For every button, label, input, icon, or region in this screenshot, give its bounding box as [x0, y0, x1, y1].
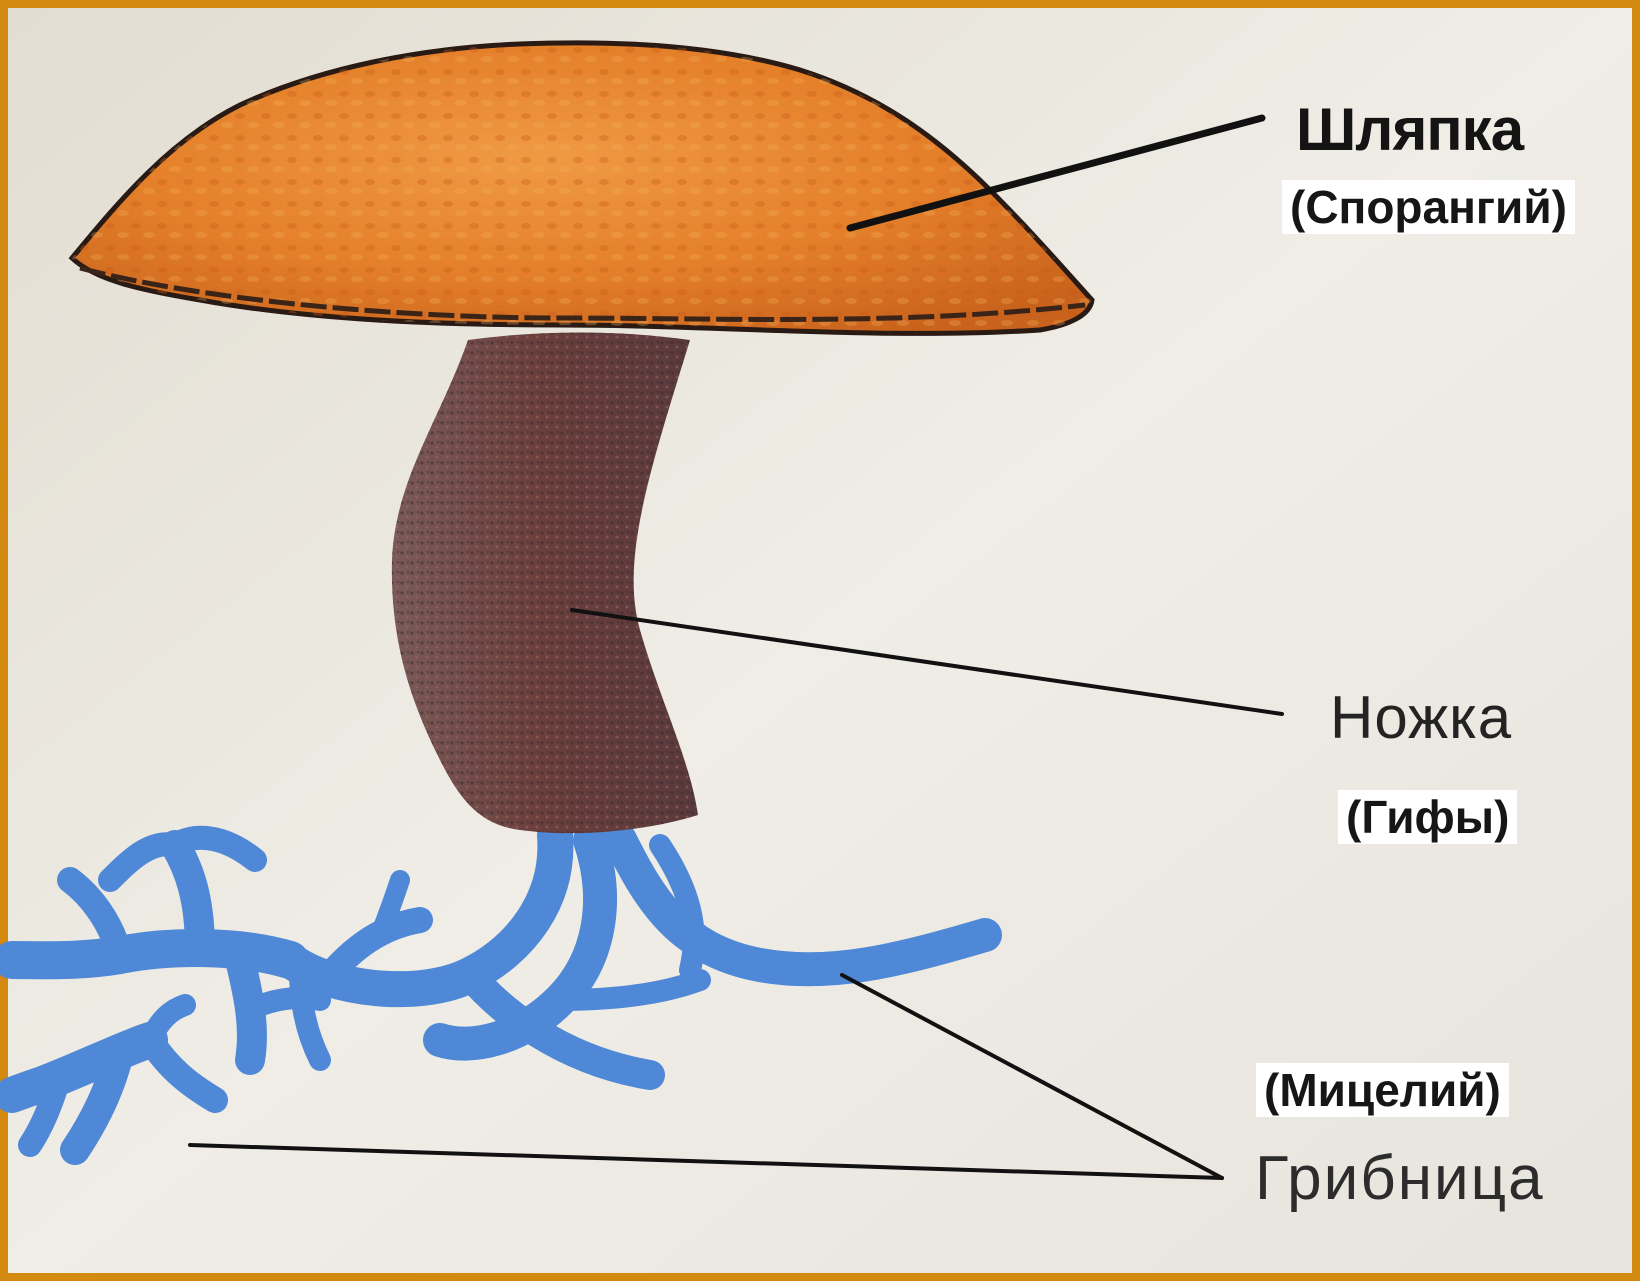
cap-label: Шляпка	[1296, 100, 1523, 160]
stem-label: Ножка	[1330, 688, 1512, 748]
mycelium-sublabel: (Мицелий)	[1256, 1063, 1509, 1117]
mycelium-label: Грибница	[1255, 1148, 1545, 1210]
stem-sublabel: (Гифы)	[1338, 790, 1517, 844]
cap-sublabel: (Спорангий)	[1282, 180, 1575, 234]
